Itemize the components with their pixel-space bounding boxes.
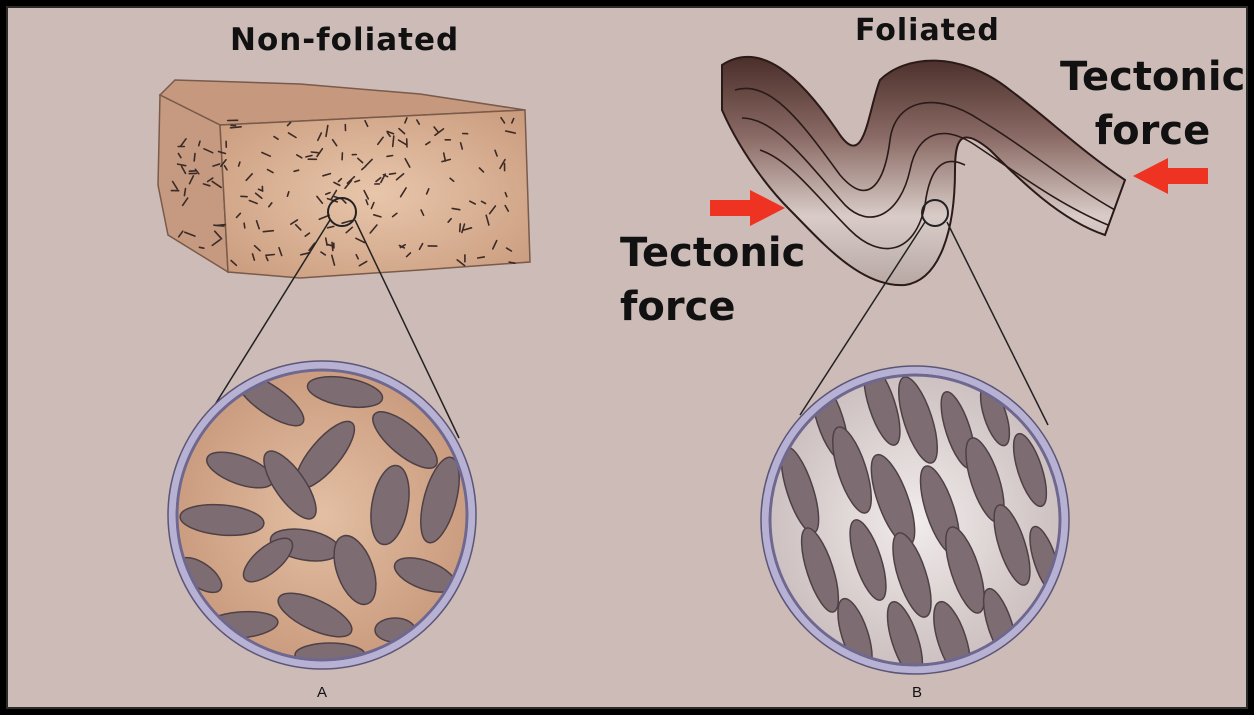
mineral-speck [478,257,485,258]
tectonic-arrow-left [710,190,785,226]
mineral-speck [393,136,394,146]
mineral-speck [231,127,242,128]
panel-label-a: A [317,684,327,701]
label-tectonic-force-left-line1: Tectonic [620,226,820,280]
mineral-speck [387,156,393,157]
label-non-foliated: Non-foliated [230,22,459,58]
label-tectonic-force-right: Tectonic force [1060,50,1245,158]
mineral-speck [294,170,299,171]
mineral-speck [199,247,204,248]
label-tectonic-force-left-line2: force [620,280,820,334]
mineral-speck [244,223,245,228]
panel-label-b: B [912,684,922,701]
mineral-speck [217,225,225,226]
mineral-speck [266,255,274,256]
mineral-speck [194,154,195,162]
mineral-speck [184,189,185,196]
tectonic-arrow-right [1133,158,1208,194]
mineral-speck [509,262,515,263]
mineral-speck [263,231,273,232]
mineral-speck [311,152,318,153]
label-tectonic-force-right-line1: Tectonic [1060,50,1245,104]
mineral-speck [390,173,396,174]
lens-foliated [761,361,1069,682]
label-tectonic-force-right-line2: force [1060,104,1245,158]
label-tectonic-force-left: Tectonic force [620,226,820,334]
mineral-speck [460,224,461,232]
label-foliated: Foliated [855,13,1000,48]
lens-non-foliated [168,361,476,669]
